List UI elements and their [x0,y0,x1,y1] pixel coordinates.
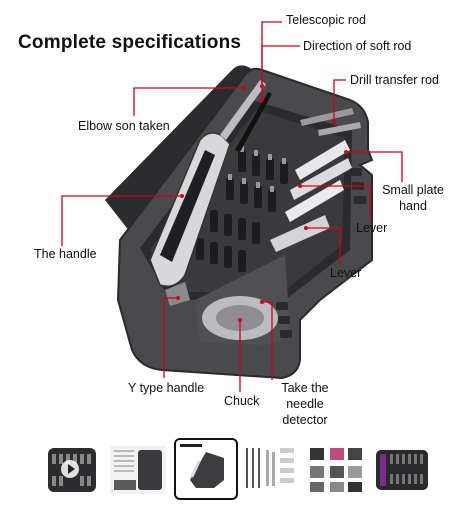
thumbnail-chart[interactable] [108,440,168,498]
callout-small-plate-hand-line1: Small plate [382,183,444,197]
thumbnail-strip [0,438,466,506]
callout-telescopic-rod: Telescopic rod [286,13,366,27]
thumbnail-specs[interactable] [174,438,238,500]
callout-direction-soft-rod: Direction of soft rod [303,39,412,53]
thumbnail-chart-image [110,446,166,494]
thumbnail-usage-image [310,448,362,492]
page-title: Complete specifications [18,32,242,53]
callout-drill-transfer-rod: Drill transfer rod [350,73,439,87]
callout-needle-line2: needle [286,397,324,411]
callout-elbow-son-taken: Elbow son taken [78,119,170,133]
callout-small-plate-hand: Small plate hand [378,182,448,214]
callout-needle-line1: Take the [281,381,329,395]
callout-lever-1: Lever [356,221,388,235]
thumbnail-bits-image [246,448,294,488]
thumbnail-purple-case[interactable] [372,440,432,498]
thumbnail-usage[interactable] [306,440,366,498]
thumbnail-specs-image [176,440,234,496]
callout-lever-2: Lever [330,266,362,280]
callout-chuck: Chuck [224,394,260,408]
callout-small-plate-hand-line2: hand [399,199,427,213]
callout-y-type-handle: Y type handle [128,381,205,395]
callout-needle-line3: detector [282,413,328,427]
callout-the-handle: The handle [34,247,97,261]
play-icon [61,460,79,478]
callout-needle-detector: Take the needle detector [272,380,338,428]
thumbnail-video[interactable] [42,440,102,498]
thumbnail-bits[interactable] [240,440,300,498]
thumbnail-purple-case-image [376,450,428,490]
product-image [61,21,403,392]
